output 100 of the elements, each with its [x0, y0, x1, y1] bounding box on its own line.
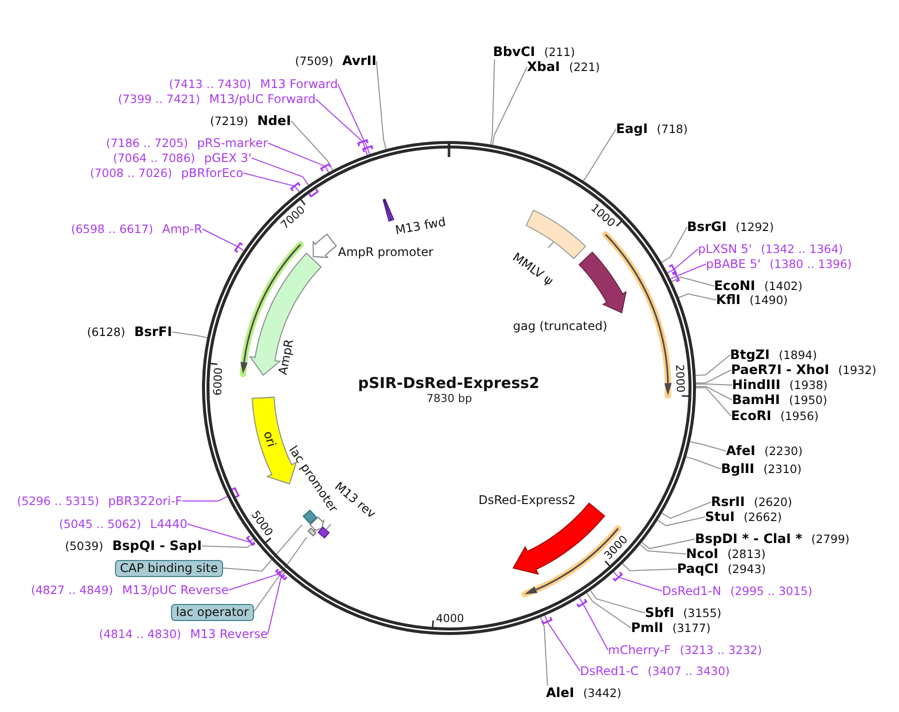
leader-line	[696, 387, 732, 416]
leader-line	[222, 524, 303, 572]
enzyme-name: EcoRI	[731, 408, 772, 424]
cut-position: (1292)	[736, 220, 774, 234]
enzyme-name: XbaI	[527, 60, 560, 74]
cut-position: (2620)	[754, 494, 792, 510]
cut-position: (1932)	[838, 362, 876, 378]
primer-range: (1342 .. 1364)	[760, 242, 844, 256]
feature-label: M13 fwd	[394, 214, 447, 237]
leader-line	[695, 370, 732, 384]
leader-line	[578, 597, 608, 650]
plasmid-length: 7830 bp	[426, 392, 472, 406]
leader-line	[671, 276, 714, 286]
leader-line	[492, 66, 528, 146]
primer-name: pRS-marker	[197, 136, 268, 150]
cut-position: (1938)	[789, 378, 828, 392]
leader-line	[661, 502, 712, 519]
cut-position: (1894)	[778, 348, 817, 362]
feature-block	[306, 527, 317, 538]
enzyme-name: BspQI - SapI	[112, 538, 202, 554]
cut-position: (221)	[568, 60, 600, 74]
primer-range: (6598 .. 6617)	[71, 222, 154, 236]
cut-position: (1956)	[780, 408, 819, 424]
primer-range: (3407 .. 3430)	[648, 664, 730, 678]
leader-line	[641, 538, 696, 550]
leader-line	[267, 572, 286, 634]
cut-position: (2310)	[763, 462, 802, 476]
cut-position: (5039)	[65, 538, 104, 554]
feature-tag: lac operator	[171, 604, 254, 620]
leader-line	[695, 354, 730, 376]
enzyme-name: SbfI	[645, 606, 674, 620]
scale-label: 4000	[436, 612, 464, 626]
feature-label: AmpR promoter	[338, 245, 434, 259]
cut-position: (2662)	[744, 510, 782, 524]
primer-name: Amp-R	[162, 222, 202, 236]
scale-label: 6000	[211, 367, 225, 396]
enzyme-name: NdeI	[257, 114, 292, 128]
scale-label: 2000	[672, 364, 687, 394]
leader-line	[670, 264, 706, 280]
primer-name: mCherry-F	[608, 642, 671, 658]
leader-line	[695, 383, 732, 386]
cut-position: (2230)	[764, 444, 803, 458]
leader-line	[201, 540, 256, 548]
enzyme-name: BsrFI	[134, 324, 172, 340]
enzyme-name: KflI	[716, 292, 741, 308]
cut-position: (211)	[544, 44, 576, 60]
primer-range: (5045 .. 5062)	[59, 516, 142, 532]
leader-line	[657, 516, 706, 526]
leader-line	[696, 386, 732, 400]
leader-line	[376, 60, 387, 150]
primer-name: pLXSN 5'	[698, 242, 752, 256]
leader-line	[544, 615, 580, 672]
enzyme-name: PaeR7I - XhoI	[731, 362, 830, 378]
enzyme-name: EagI	[616, 122, 648, 136]
leader-line	[172, 332, 208, 338]
leader-line	[613, 572, 662, 592]
leader-line	[686, 456, 722, 470]
leader-line	[253, 536, 308, 612]
primer-range: (2995 .. 3015)	[730, 584, 812, 598]
leader-line	[667, 248, 698, 274]
enzyme-name: BspDI * - ClaI *	[695, 532, 802, 546]
primer-range: (5296 .. 5315)	[17, 494, 100, 508]
enzyme-name: BtgZI	[730, 348, 770, 362]
feature-label: gag (truncated)	[513, 319, 608, 333]
leader-line	[661, 226, 688, 263]
leader-line	[242, 172, 300, 192]
leader-line	[583, 128, 616, 182]
feature-block	[302, 508, 318, 525]
primer-name: L4440	[150, 516, 188, 532]
enzyme-name: StuI	[705, 510, 735, 524]
feature-tag: CAP binding site	[115, 560, 223, 576]
primer-name: DsRed1-N	[662, 584, 722, 598]
cut-position: (3155)	[683, 606, 722, 620]
primer-range: (4827 .. 4849)	[31, 582, 114, 598]
enzyme-name: BglII	[721, 462, 754, 476]
cut-position: (6128)	[87, 324, 126, 340]
leader-line	[622, 563, 678, 572]
leader-line	[182, 496, 228, 502]
feature-label: DsRed-Express2	[478, 493, 576, 507]
primer-range: (7064 .. 7086)	[113, 150, 196, 166]
leader-line	[690, 441, 726, 452]
enzyme-name: AleI	[546, 686, 574, 700]
primer-range: (4814 .. 4830)	[99, 626, 182, 642]
primer-name: M13 Forward	[260, 76, 338, 92]
primer-range: (7186 .. 7205)	[106, 136, 188, 150]
primer-name: pBR322ori-F	[108, 494, 182, 508]
cut-position: (1490)	[750, 292, 788, 308]
primer-name: pGEX 3'	[204, 150, 252, 166]
enzyme-name: NcoI	[686, 546, 718, 562]
enzyme-name: BsrGI	[687, 220, 727, 234]
leader-line	[202, 228, 244, 252]
primer-name: DsRed1-C	[580, 664, 639, 678]
cut-position: (3177)	[672, 620, 711, 636]
leader-line	[540, 616, 548, 686]
cut-position: (2943)	[728, 562, 766, 576]
enzyme-name: AvrII	[342, 54, 376, 68]
leader-line	[586, 592, 632, 628]
primer-name: M13 Reverse	[190, 626, 268, 642]
leader-line	[640, 544, 686, 554]
primer-range: (7399 .. 7421)	[118, 92, 200, 106]
